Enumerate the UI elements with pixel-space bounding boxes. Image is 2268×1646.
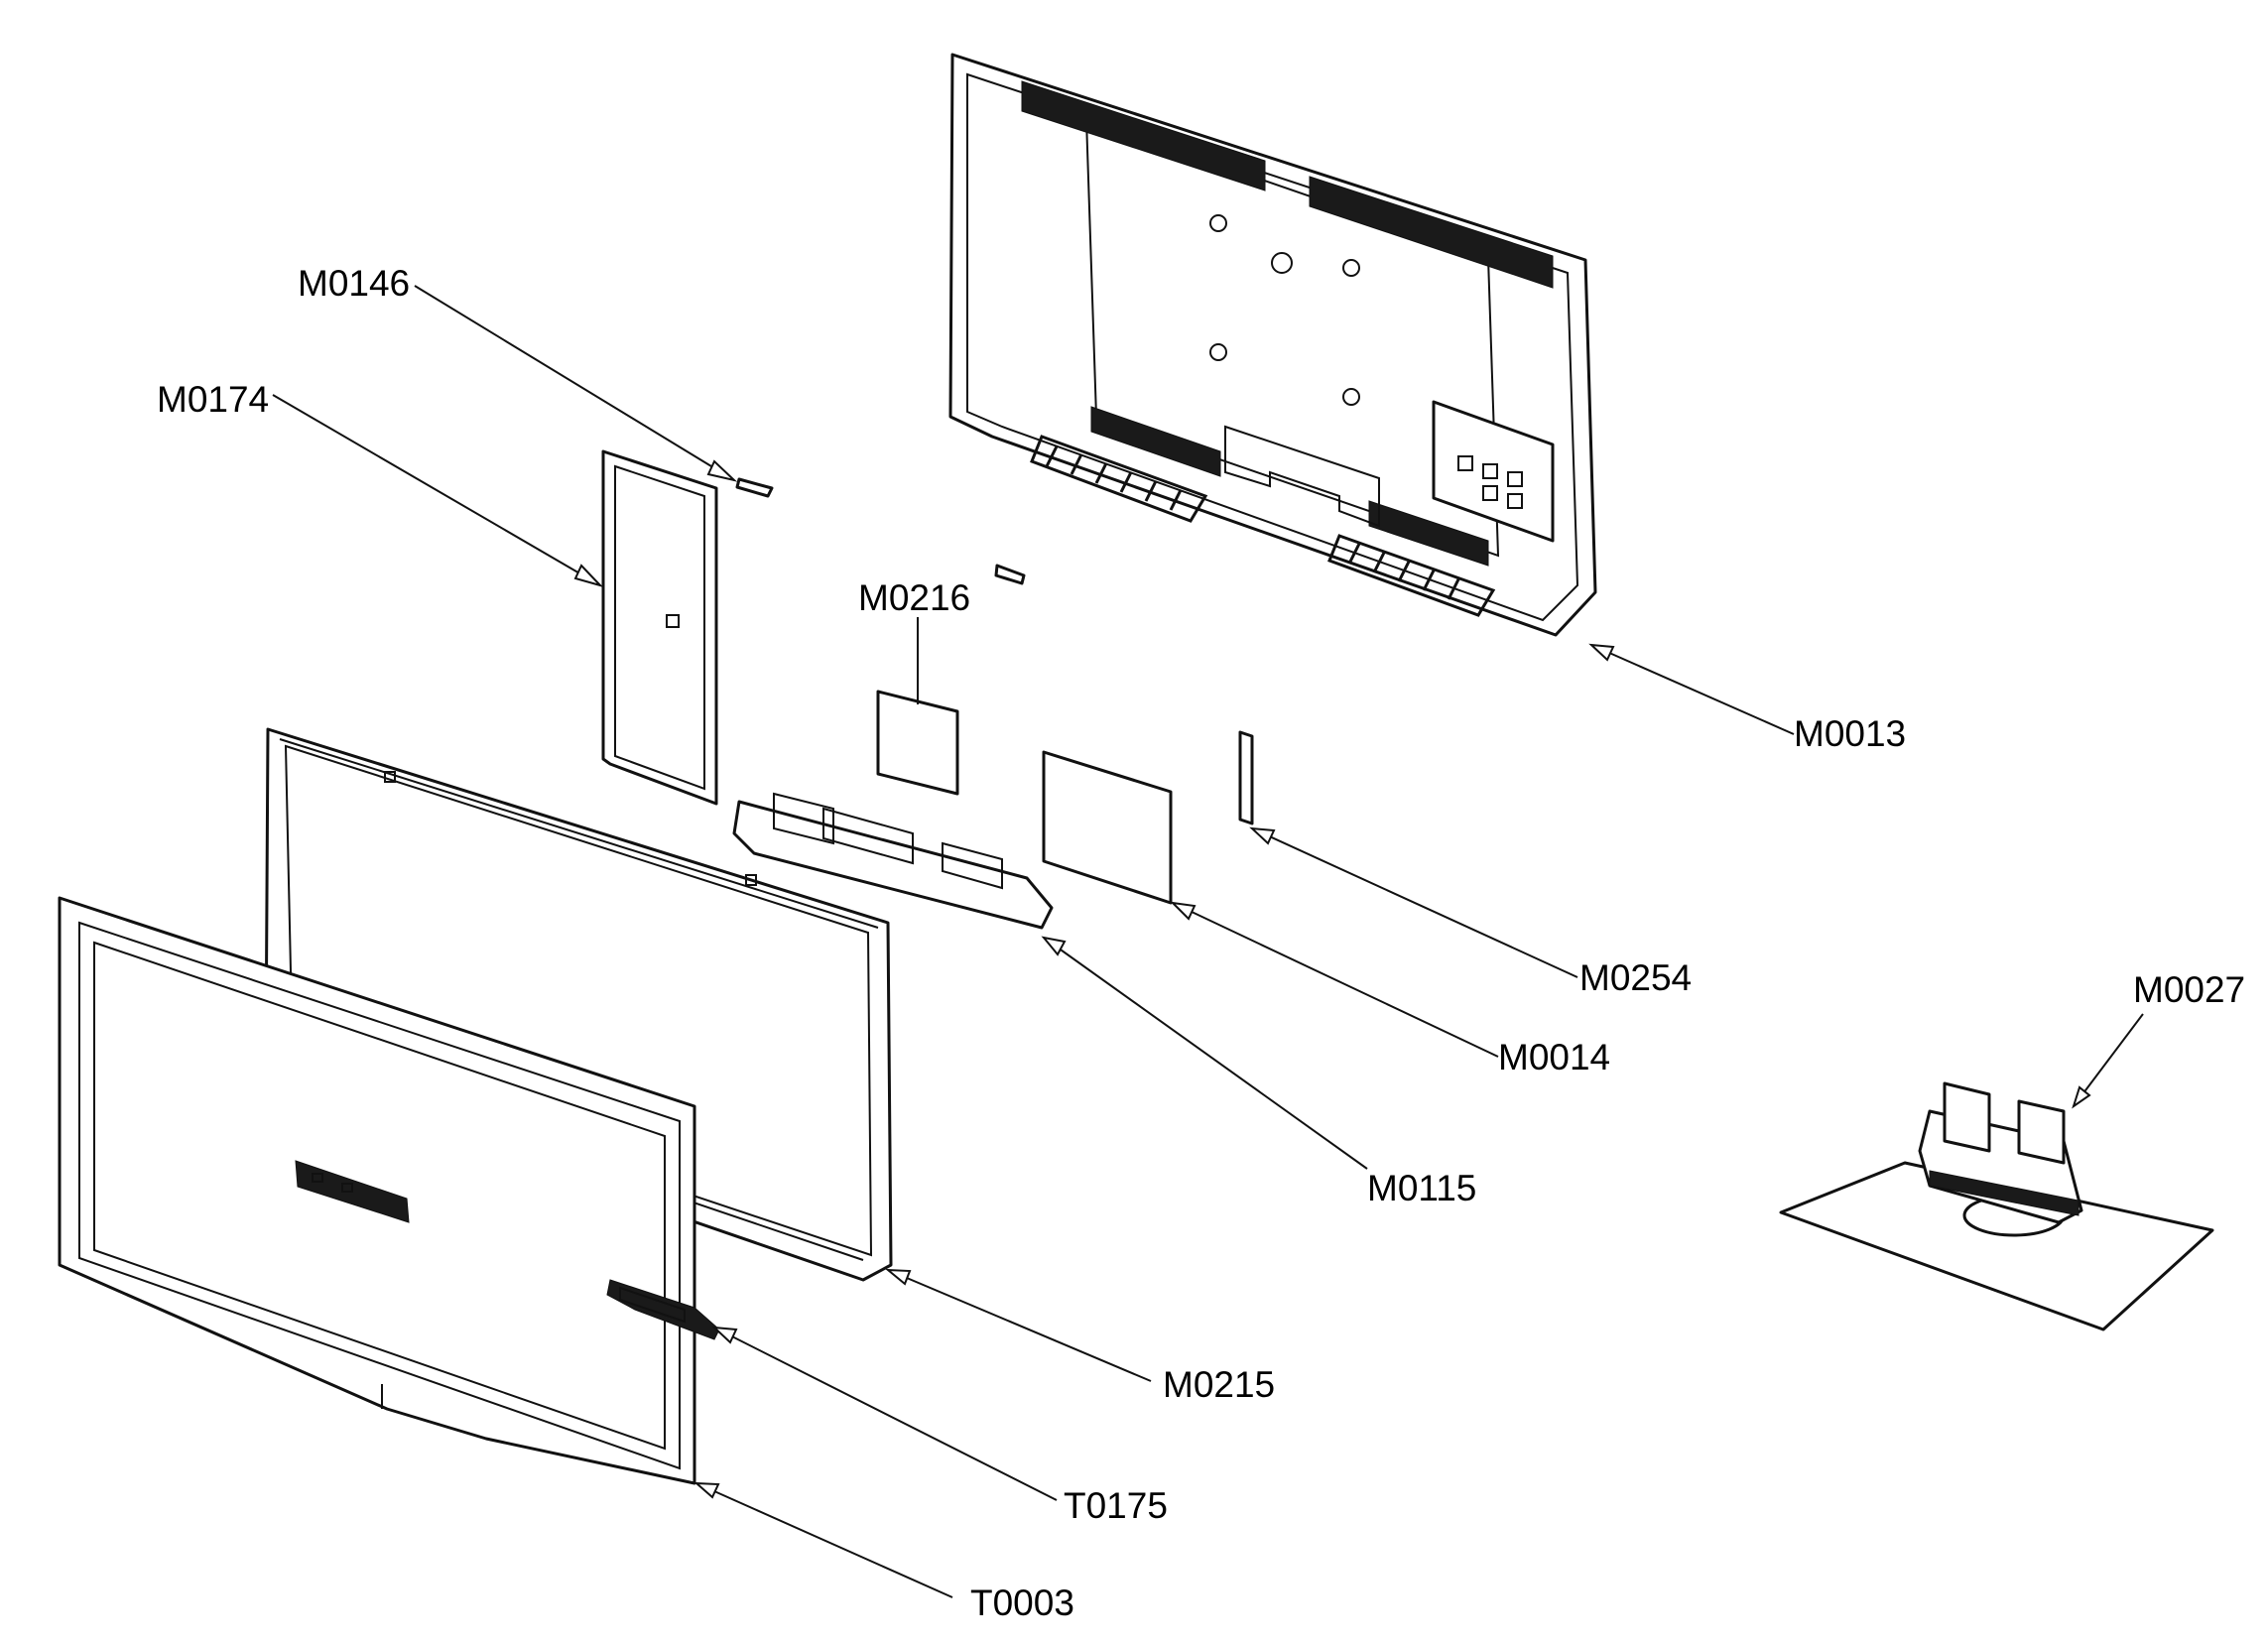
leader-m0215 — [887, 1269, 1152, 1382]
leader-m0146 — [414, 285, 735, 481]
leader-m0254 — [1251, 827, 1578, 978]
leader-t0003 — [695, 1482, 953, 1598]
stand-part — [1779, 1081, 2214, 1331]
center-bracket-part — [732, 792, 1054, 930]
leader-m0174 — [272, 394, 601, 586]
rear-cabinet-part — [948, 53, 1597, 637]
side-bracket-part — [1238, 730, 1254, 825]
callout-m0013: M0013 — [1794, 713, 1906, 754]
callout-m0146: M0146 — [298, 263, 410, 304]
callout-m0115: M0115 — [1367, 1168, 1476, 1208]
callout-m0215: M0215 — [1163, 1364, 1275, 1405]
ir-board-part — [606, 1279, 720, 1340]
callout-m0254: M0254 — [1579, 957, 1692, 998]
callout-t0175: T0175 — [1064, 1485, 1168, 1526]
callout-m0027: M0027 — [2133, 969, 2245, 1010]
clip-part — [735, 477, 1026, 585]
leader-lines — [272, 285, 2144, 1598]
callout-t0003: T0003 — [970, 1583, 1074, 1623]
insulator-sheet-part — [876, 690, 959, 796]
leader-t0175 — [713, 1327, 1058, 1501]
callout-labels: M0146 M0174 M0216 M0013 M0254 M0014 M002… — [157, 263, 2245, 1623]
leader-m0115 — [1043, 937, 1368, 1170]
main-board-part — [601, 449, 718, 806]
leader-m0013 — [1590, 644, 1795, 735]
leader-m0014 — [1172, 902, 1499, 1058]
callout-m0216: M0216 — [858, 577, 970, 618]
callout-m0174: M0174 — [157, 379, 269, 420]
power-board-part — [1042, 750, 1173, 905]
callout-m0014: M0014 — [1498, 1037, 1610, 1077]
front-bezel-part — [58, 896, 696, 1485]
